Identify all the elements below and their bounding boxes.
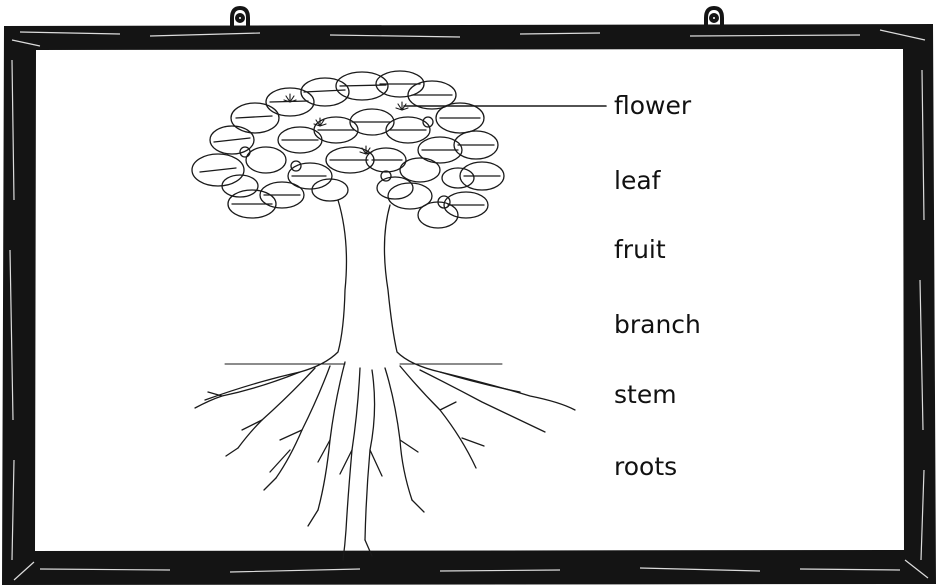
tree-trunk (205, 200, 520, 400)
label-leaf: leaf (614, 166, 660, 196)
label-branch: branch (614, 310, 701, 340)
tree-canopy (192, 71, 504, 228)
label-roots: roots (614, 452, 677, 482)
label-stem: stem (614, 380, 677, 410)
label-fruit: fruit (614, 235, 666, 265)
flower-marks (284, 94, 408, 154)
label-list: flower leaf fruit branch stem roots (614, 0, 914, 586)
tree-illustration (192, 71, 606, 560)
label-flower: flower (614, 91, 691, 121)
